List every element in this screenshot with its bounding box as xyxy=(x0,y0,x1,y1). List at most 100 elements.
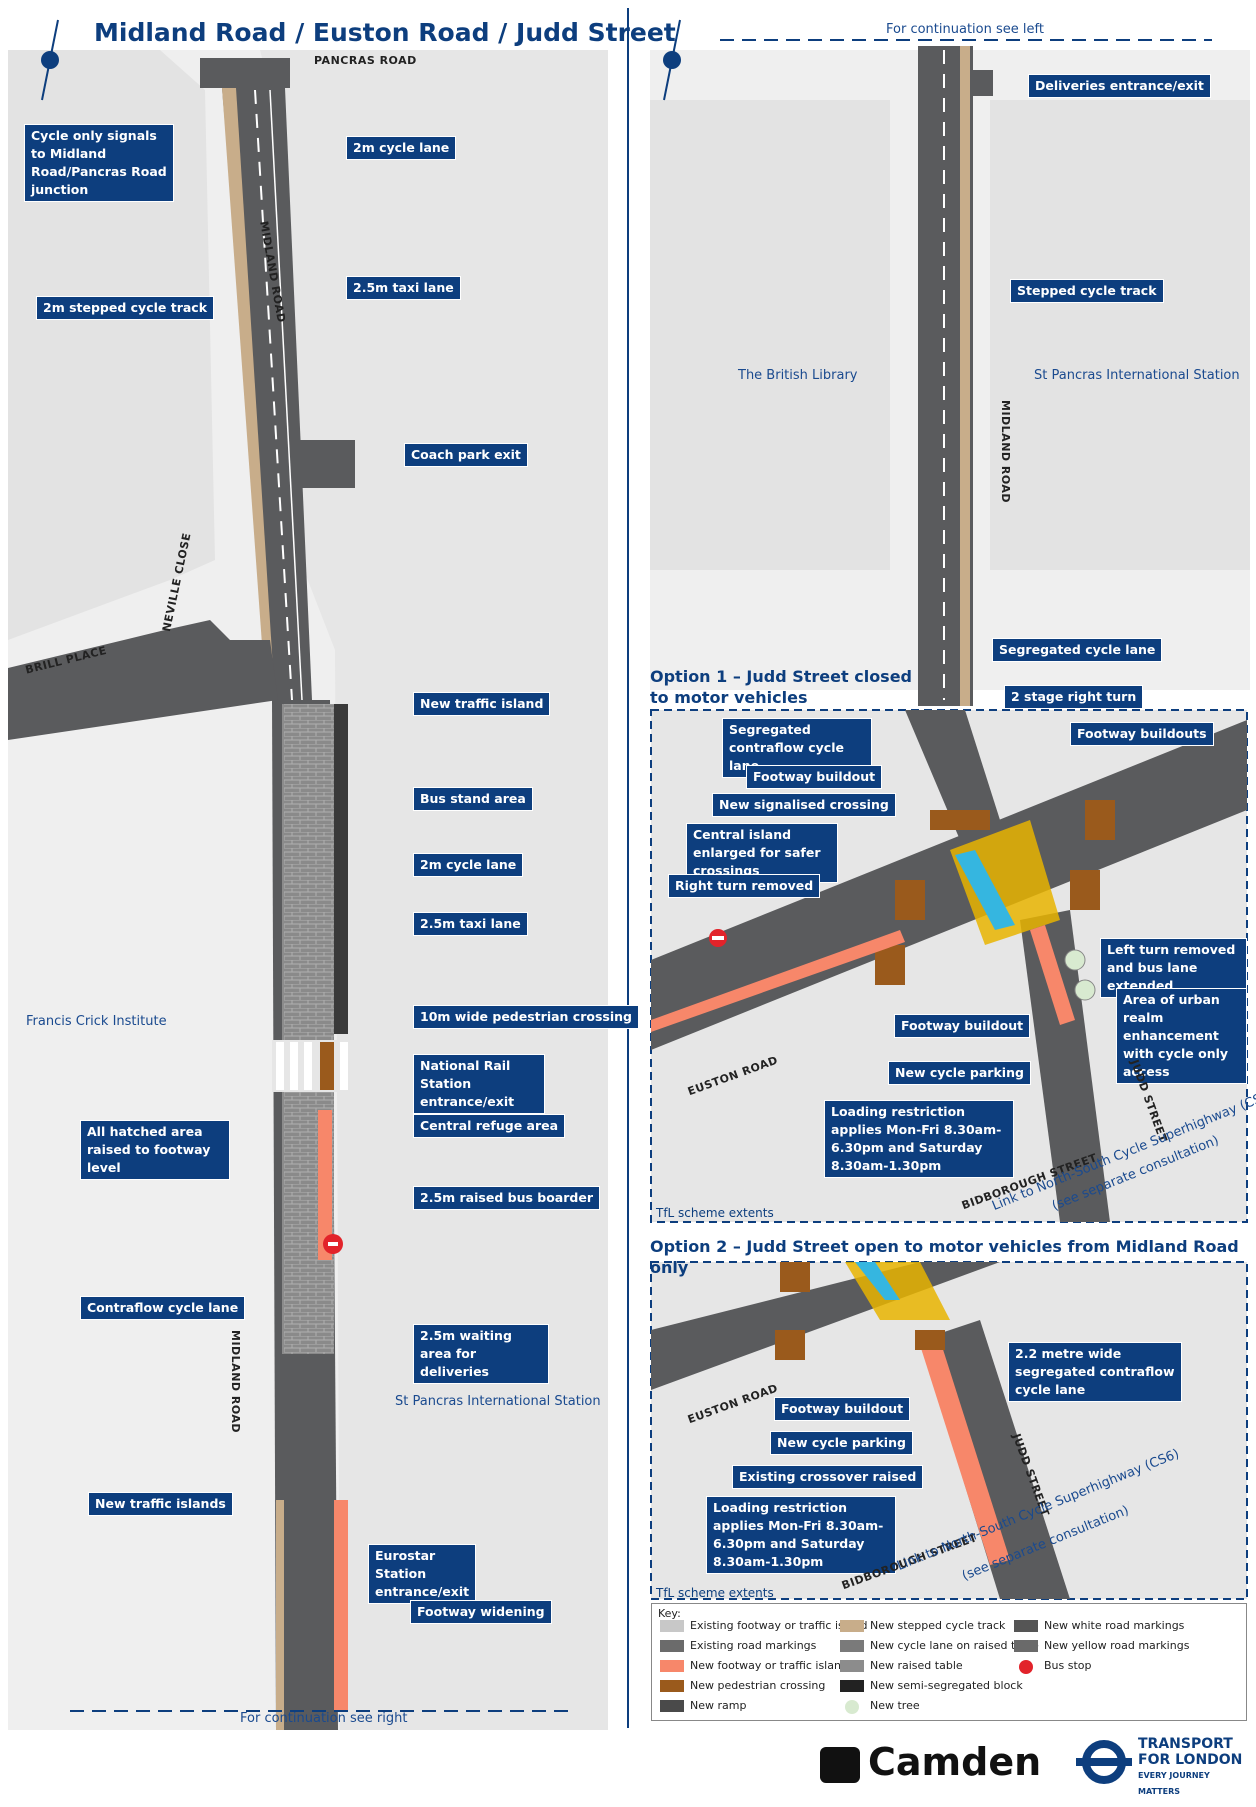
bus-boarder xyxy=(318,1110,332,1260)
key-label: New ramp xyxy=(690,1699,747,1712)
callout-footway-buildout-2: Footway buildout xyxy=(894,1014,1031,1038)
key-swatch xyxy=(660,1640,684,1652)
key-label: New cycle lane on raised table xyxy=(870,1639,1039,1652)
callout-2-stage-right-turn: 2 stage right turn xyxy=(1004,685,1144,709)
key-swatch xyxy=(660,1680,684,1692)
brill-place-road xyxy=(8,620,278,740)
stepped-cycle-track-north xyxy=(222,88,275,700)
contraflow-cycle-lane-2 xyxy=(920,1340,1010,1565)
callout-existing-crossover: Existing crossover raised xyxy=(732,1465,924,1489)
key-swatch xyxy=(840,1620,864,1632)
key-label: Existing footway or traffic island xyxy=(690,1619,868,1632)
zebra-crossing xyxy=(276,1042,348,1090)
callout-urban-realm: Area of urban realm enhancement with cyc… xyxy=(1116,988,1247,1084)
north-arrow-right xyxy=(663,19,681,101)
bus-stop-bar xyxy=(328,1242,338,1246)
callout-new-signalised-crossing: New signalised crossing xyxy=(712,793,896,817)
tfl-roundel-icon xyxy=(1076,1740,1132,1784)
key-swatch xyxy=(660,1700,684,1712)
crossing-8 xyxy=(915,1330,945,1350)
st-pancras-footway xyxy=(990,100,1250,570)
option2-extents-label: TfL scheme extents xyxy=(656,1586,774,1600)
tfl-tagline: EVERY JOURNEY MATTERS xyxy=(1138,1771,1210,1796)
tfl-roundel-bar xyxy=(1076,1758,1132,1766)
street-pancras-road: PANCRAS ROAD xyxy=(314,54,417,67)
crossing-1 xyxy=(930,810,990,830)
option1-extents-label: TfL scheme extents xyxy=(656,1206,774,1220)
crossing-6 xyxy=(780,1262,810,1292)
continuation-see-left: For continuation see left xyxy=(886,22,1044,37)
option1-title: Option 1 – Judd Street closed to motor v… xyxy=(650,667,913,707)
callout-footway-buildout-3: Footway buildout xyxy=(774,1397,911,1421)
street-midland-road-right: MIDLAND ROAD xyxy=(999,400,1012,504)
callout-cycle-only-signals: Cycle only signals to Midland Road/Pancr… xyxy=(24,124,174,202)
camden-logo: Camden xyxy=(820,1740,1041,1784)
key-swatch xyxy=(845,1700,859,1714)
callout-pedestrian-crossing: 10m wide pedestrian crossing xyxy=(413,1005,639,1029)
callout-taxi-lane-2: 2.5m taxi lane xyxy=(413,912,528,936)
lane-marking xyxy=(269,89,303,701)
british-library-footway xyxy=(650,100,890,570)
lane-marking xyxy=(254,89,293,701)
key-label: New tree xyxy=(870,1699,920,1712)
key-swatch xyxy=(1014,1640,1038,1652)
place-francis-crick: Francis Crick Institute xyxy=(26,1014,167,1029)
tfl-logo-text: TRANSPORT FOR LONDON EVERY JOURNEY MATTE… xyxy=(1138,1736,1250,1800)
footer-logos: Camden TRANSPORT FOR LONDON EVERY JOURNE… xyxy=(820,1736,1250,1796)
crossing-4 xyxy=(875,945,905,985)
key-label: New semi-segregated block xyxy=(870,1679,1023,1692)
place-british-library: The British Library xyxy=(738,368,858,383)
midland-road-option1 xyxy=(905,710,1000,840)
bus-stop-bar xyxy=(712,936,724,940)
crossing-5 xyxy=(1085,800,1115,840)
tfl-line2: FOR LONDON xyxy=(1138,1752,1243,1768)
pancras-road xyxy=(200,58,290,88)
yellow-box-junction-1 xyxy=(950,820,1060,945)
callout-new-cycle-parking-2: New cycle parking xyxy=(770,1431,913,1455)
pedestrian-crossing-area xyxy=(272,1040,362,1092)
key-swatch xyxy=(840,1660,864,1672)
judd-street-1 xyxy=(1020,910,1110,1222)
callout-national-rail: National Rail Station entrance/exit xyxy=(413,1054,545,1114)
street-midland-road-bottom: MIDLAND ROAD xyxy=(229,1330,242,1434)
key-label: New yellow road markings xyxy=(1044,1639,1190,1652)
callout-loading-restriction-1: Loading restriction applies Mon-Fri 8.30… xyxy=(824,1100,1014,1178)
callout-new-cycle-parking-1: New cycle parking xyxy=(888,1061,1031,1085)
page-title: Midland Road / Euston Road / Judd Street xyxy=(94,18,676,47)
key-swatch xyxy=(840,1680,864,1692)
tfl-line1: TRANSPORT xyxy=(1138,1736,1233,1752)
callout-coach-park-exit: Coach park exit xyxy=(404,443,528,467)
callout-contraflow-cycle-lane: Contraflow cycle lane xyxy=(80,1296,246,1320)
key-label: Existing road markings xyxy=(690,1639,817,1652)
stepped-cycle-track-right xyxy=(960,46,970,706)
callout-central-refuge: Central refuge area xyxy=(413,1114,566,1138)
callout-deliveries: Deliveries entrance/exit xyxy=(1028,74,1211,98)
place-st-pancras-right: St Pancras International Station xyxy=(1034,368,1240,383)
cycle-lane-blue-2 xyxy=(855,1262,900,1300)
callout-2m-cycle-lane: 2m cycle lane xyxy=(346,136,457,160)
key-label: New white road markings xyxy=(1044,1619,1185,1632)
callout-stepped-cycle-track: 2m stepped cycle track xyxy=(36,296,215,320)
callout-new-traffic-islands: New traffic islands xyxy=(88,1492,233,1516)
callout-footway-buildout-1: Footway buildout xyxy=(746,765,883,789)
key-label: New stepped cycle track xyxy=(870,1619,1006,1632)
callout-stepped-cycle-track-right: Stepped cycle track xyxy=(1010,279,1164,303)
callout-hatched-area: All hatched area raised to footway level xyxy=(80,1120,230,1180)
callout-segregated-cycle-lane: Segregated cycle lane xyxy=(992,638,1163,662)
key-swatch xyxy=(1019,1660,1033,1674)
callout-taxi-lane: 2.5m taxi lane xyxy=(346,276,461,300)
option1-extents-box xyxy=(650,709,1248,1223)
key-swatch xyxy=(840,1640,864,1652)
callout-footway-widening: Footway widening xyxy=(410,1600,552,1624)
key-label: New raised table xyxy=(870,1659,963,1672)
callout-bus-boarder: 2.5m raised bus boarder xyxy=(413,1186,600,1210)
stepped-cycle-track-south xyxy=(276,1500,284,1730)
callout-loading-restriction-2: Loading restriction applies Mon-Fri 8.30… xyxy=(706,1496,896,1574)
urban-realm-buildout xyxy=(1030,925,1075,1025)
new-tree-icon xyxy=(1064,949,1086,971)
cycle-lane-raised xyxy=(334,704,348,1034)
new-tree-icon xyxy=(1074,979,1096,1001)
north-arrow-left xyxy=(41,19,59,101)
